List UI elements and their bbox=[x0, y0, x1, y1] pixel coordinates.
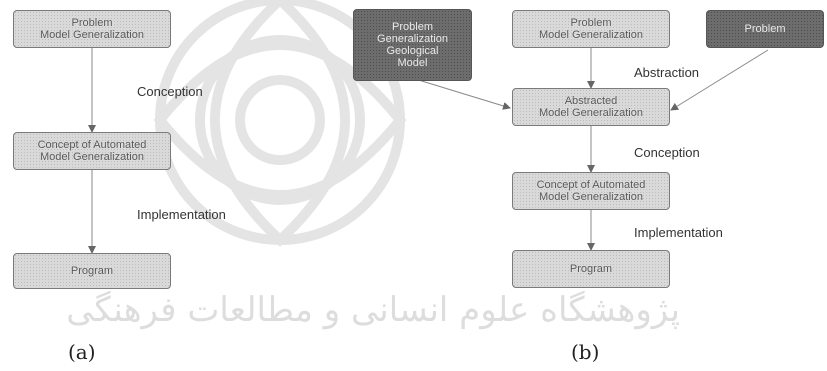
a-problem-box: Problem Model Generalization bbox=[13, 10, 171, 48]
b-concept-line1: Concept of Automated bbox=[536, 179, 646, 191]
b-problem-line1: Problem bbox=[570, 17, 612, 29]
watermark-text: پژوهشگاه علوم انسانی و مطالعات فرهنگی bbox=[66, 290, 680, 330]
a-edge-implementation: Implementation bbox=[137, 207, 226, 222]
b-program-box: Program bbox=[512, 250, 670, 288]
b-problem-dark-line1: Problem bbox=[744, 23, 786, 35]
arrow-b-dark-to-abstracted bbox=[670, 49, 769, 111]
b-edge-conception: Conception bbox=[634, 145, 700, 160]
caption-b: (b) bbox=[571, 340, 600, 364]
b-edge-implementation: Implementation bbox=[634, 225, 723, 240]
a-program-box: Program bbox=[13, 253, 171, 289]
b-problem-line2: Model Generalization bbox=[539, 29, 643, 41]
a-concept-line2: Model Generalization bbox=[40, 151, 144, 163]
a-program-line1: Program bbox=[70, 265, 114, 277]
b-problem-dark-box: Problem bbox=[706, 10, 824, 48]
b-problem-box: Problem Model Generalization bbox=[512, 10, 670, 48]
b-abstracted-line2: Model Generalization bbox=[539, 107, 643, 119]
b-edge-abstraction: Abstraction bbox=[634, 65, 700, 80]
b-abstracted-box: Abstracted Model Generalization bbox=[512, 88, 670, 126]
b-concept-box: Concept of Automated Model Generalizatio… bbox=[512, 172, 670, 210]
b-concept-line2: Model Generalization bbox=[539, 191, 643, 203]
b-program-line1: Program bbox=[569, 263, 613, 275]
caption-a: (a) bbox=[68, 340, 96, 364]
a-concept-line1: Concept of Automated bbox=[37, 139, 147, 151]
b-geo-line1: Problem bbox=[392, 21, 433, 33]
a-problem-line1: Problem bbox=[71, 17, 113, 29]
b-geo-line4: Model bbox=[397, 57, 428, 69]
a-edge-conception: Conception bbox=[137, 84, 203, 99]
b-geo-line2: Generalization bbox=[377, 33, 448, 45]
b-geo-line3: Geological bbox=[386, 45, 439, 57]
a-concept-box: Concept of Automated Model Generalizatio… bbox=[13, 132, 171, 170]
arrow-b-geo-to-abstracted bbox=[411, 77, 511, 110]
a-problem-line2: Model Generalization bbox=[40, 29, 144, 41]
b-problem-geological-box: Problem Generalization Geological Model bbox=[353, 9, 472, 81]
watermark-ornament bbox=[153, 0, 407, 247]
b-abstracted-line1: Abstracted bbox=[564, 95, 618, 107]
